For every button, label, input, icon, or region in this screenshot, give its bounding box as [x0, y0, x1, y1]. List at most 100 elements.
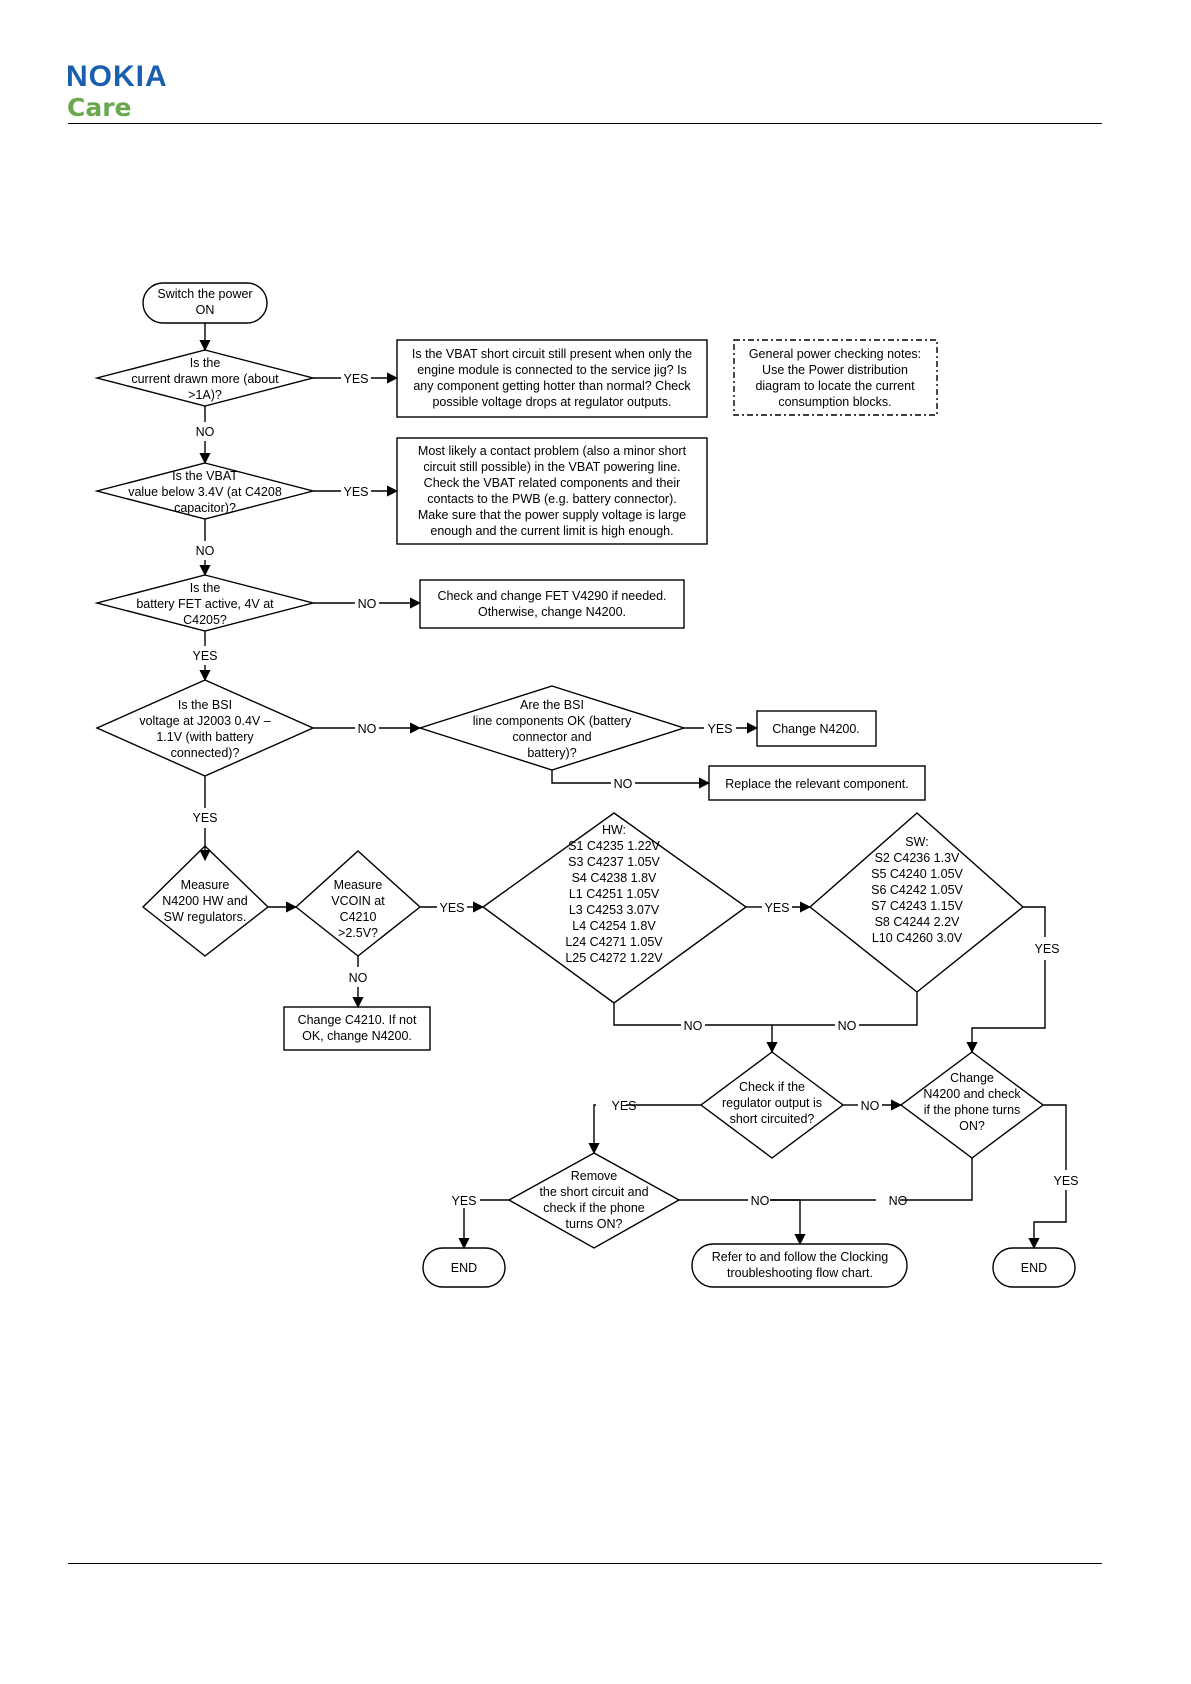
edge-no-vcoin: NO: [349, 971, 368, 985]
start-line-1: Switch the power: [157, 287, 252, 301]
q-short-line-1: Check if the: [739, 1080, 805, 1094]
box-vbat-short-line-4: possible voltage drops at regulator outp…: [432, 395, 671, 409]
end-left-line-1: END: [451, 1261, 477, 1275]
box-contact-text: Most likely a contact problem (also a mi…: [418, 444, 687, 538]
q-sw-line-6: S8 C4244 2.2V: [875, 915, 960, 929]
edge-yes-change-n4200: YES: [1053, 1174, 1078, 1188]
edge-yes-bsi: YES: [192, 811, 217, 825]
box-replace-text: Replace the relevant component.: [725, 777, 908, 791]
edge-yes-sw: YES: [1034, 942, 1059, 956]
q-bsi-line-1: Is the BSI: [178, 698, 232, 712]
edge-yes-remove: YES: [451, 1194, 476, 1208]
box-contact-line-3: Check the VBAT related components and th…: [424, 476, 681, 490]
q-change-n4200-line-2: N4200 and check: [923, 1087, 1021, 1101]
note-general-line-2: Use the Power distribution: [762, 363, 908, 377]
box-contact-line-4: contacts to the PWB (e.g. battery connec…: [427, 492, 676, 506]
q-measure-line-2: N4200 HW and: [162, 894, 248, 908]
q-bsi-line-3: 1.1V (with battery: [156, 730, 254, 744]
start-line-2: ON: [196, 303, 215, 317]
decision-bsi: [95, 679, 315, 777]
box-contact-line-6: enough and the current limit is high eno…: [430, 524, 673, 538]
box-change-n4200-line-1: Change N4200.: [772, 722, 860, 736]
q-short-line-2: regulator output is: [722, 1096, 822, 1110]
q-hw-line-6: L3 C4253 3.07V: [569, 903, 660, 917]
box-fet: [419, 579, 685, 629]
q-remove-line-2: the short circuit and: [539, 1185, 648, 1199]
q-hw-line-1: HW:: [602, 823, 626, 837]
edge-no-fet: NO: [358, 597, 377, 611]
box-clocking-text: Refer to and follow the Clocking troubles…: [712, 1250, 889, 1280]
q-hw-line-3: S3 C4237 1.05V: [568, 855, 660, 869]
end-right-text: END: [1021, 1261, 1047, 1275]
q-vbat-line-1: Is the VBAT: [172, 469, 238, 483]
note-general-line-4: consumption blocks.: [778, 395, 891, 409]
box-contact-line-2: circuit still possible) in the VBAT powe…: [423, 460, 680, 474]
decision-short: [699, 1051, 845, 1159]
edge-no-vbat: NO: [196, 544, 215, 558]
q-change-n4200-line-1: Change: [950, 1071, 994, 1085]
edge-no-current: NO: [196, 425, 215, 439]
q-vbat-line-3: capacitor)?: [174, 501, 236, 515]
q-measure-line-3: SW regulators.: [164, 910, 247, 924]
end-left-text: END: [451, 1261, 477, 1275]
care-logo: Care: [67, 93, 132, 122]
edge-yes-vbat: YES: [343, 485, 368, 499]
header-rule: [68, 123, 1102, 124]
q-vbat-line-2: value below 3.4V (at C4208: [128, 485, 282, 499]
q-current-line-2: current drawn more (about: [131, 372, 279, 386]
q-bsi-line-2: voltage at J2003 0.4V –: [139, 714, 270, 728]
q-sw-line-4: S6 C4242 1.05V: [871, 883, 963, 897]
q-current-line-3: >1A)?: [188, 388, 222, 402]
edge-yes-fet: YES: [192, 649, 217, 663]
box-contact-line-1: Most likely a contact problem (also a mi…: [418, 444, 687, 458]
decision-vbat-text: Is the VBAT value below 3.4V (at C4208 cap…: [128, 469, 282, 515]
q-fet-line-2: battery FET active, 4V at: [136, 597, 274, 611]
box-clocking-line-1: Refer to and follow the Clocking: [712, 1250, 889, 1264]
connectors: [199, 323, 1067, 1250]
q-sw-line-1: SW:: [905, 835, 928, 849]
q-fet-line-3: C4205?: [183, 613, 227, 627]
decision-short-text: Check if the regulator output is short cir…: [722, 1080, 822, 1126]
box-vbat-short-line-2: engine module is connected to the servic…: [417, 363, 687, 377]
box-fet-line-1: Check and change FET V4290 if needed.: [437, 589, 666, 603]
q-vcoin-line-4: >2.5V?: [338, 926, 378, 940]
note-general-line-3: diagram to locate the current: [755, 379, 915, 393]
decision-bsi-text: Is the BSI voltage at J2003 0.4V – 1.1V (w…: [139, 698, 270, 760]
note-general-text: General power checking notes: Use the Pow…: [749, 347, 921, 409]
q-vcoin-line-3: C4210: [340, 910, 377, 924]
q-remove-line-3: check if the phone: [543, 1201, 645, 1215]
q-measure-line-1: Measure: [181, 878, 230, 892]
box-c4210-line-1: Change C4210. If not: [298, 1013, 417, 1027]
box-clocking-line-2: troubleshooting flow chart.: [727, 1266, 873, 1280]
box-contact-line-5: Make sure that the power supply voltage …: [418, 508, 686, 522]
box-vbat-short-line-3: any component getting hotter than normal…: [413, 379, 691, 393]
q-sw-line-5: S7 C4243 1.15V: [871, 899, 963, 913]
q-vcoin-line-2: VCOIN at: [331, 894, 385, 908]
box-vbat-short-text: Is the VBAT short circuit still present …: [412, 347, 692, 409]
note-general-line-1: General power checking notes:: [749, 347, 921, 361]
q-bsi-line-line-4: battery)?: [527, 746, 576, 760]
q-vcoin-line-1: Measure: [334, 878, 383, 892]
q-change-n4200-line-4: ON?: [959, 1119, 985, 1133]
q-bsi-line-4: connected)?: [171, 746, 240, 760]
note-general: [733, 339, 938, 416]
q-hw-line-5: L1 C4251 1.05V: [569, 887, 660, 901]
edge-no-remove: NO: [751, 1194, 770, 1208]
q-sw-line-3: S5 C4240 1.05V: [871, 867, 963, 881]
q-hw-line-2: S1 C4235 1.22V: [568, 839, 660, 853]
edge-yes-bsi-line: YES: [707, 722, 732, 736]
q-hw-line-7: L4 C4254 1.8V: [572, 919, 656, 933]
q-bsi-line-line-3: connector and: [512, 730, 591, 744]
q-short-line-3: short circuited?: [730, 1112, 815, 1126]
box-vbat-short-line-1: Is the VBAT short circuit still present …: [412, 347, 692, 361]
edge-no-bsi: NO: [358, 722, 377, 736]
